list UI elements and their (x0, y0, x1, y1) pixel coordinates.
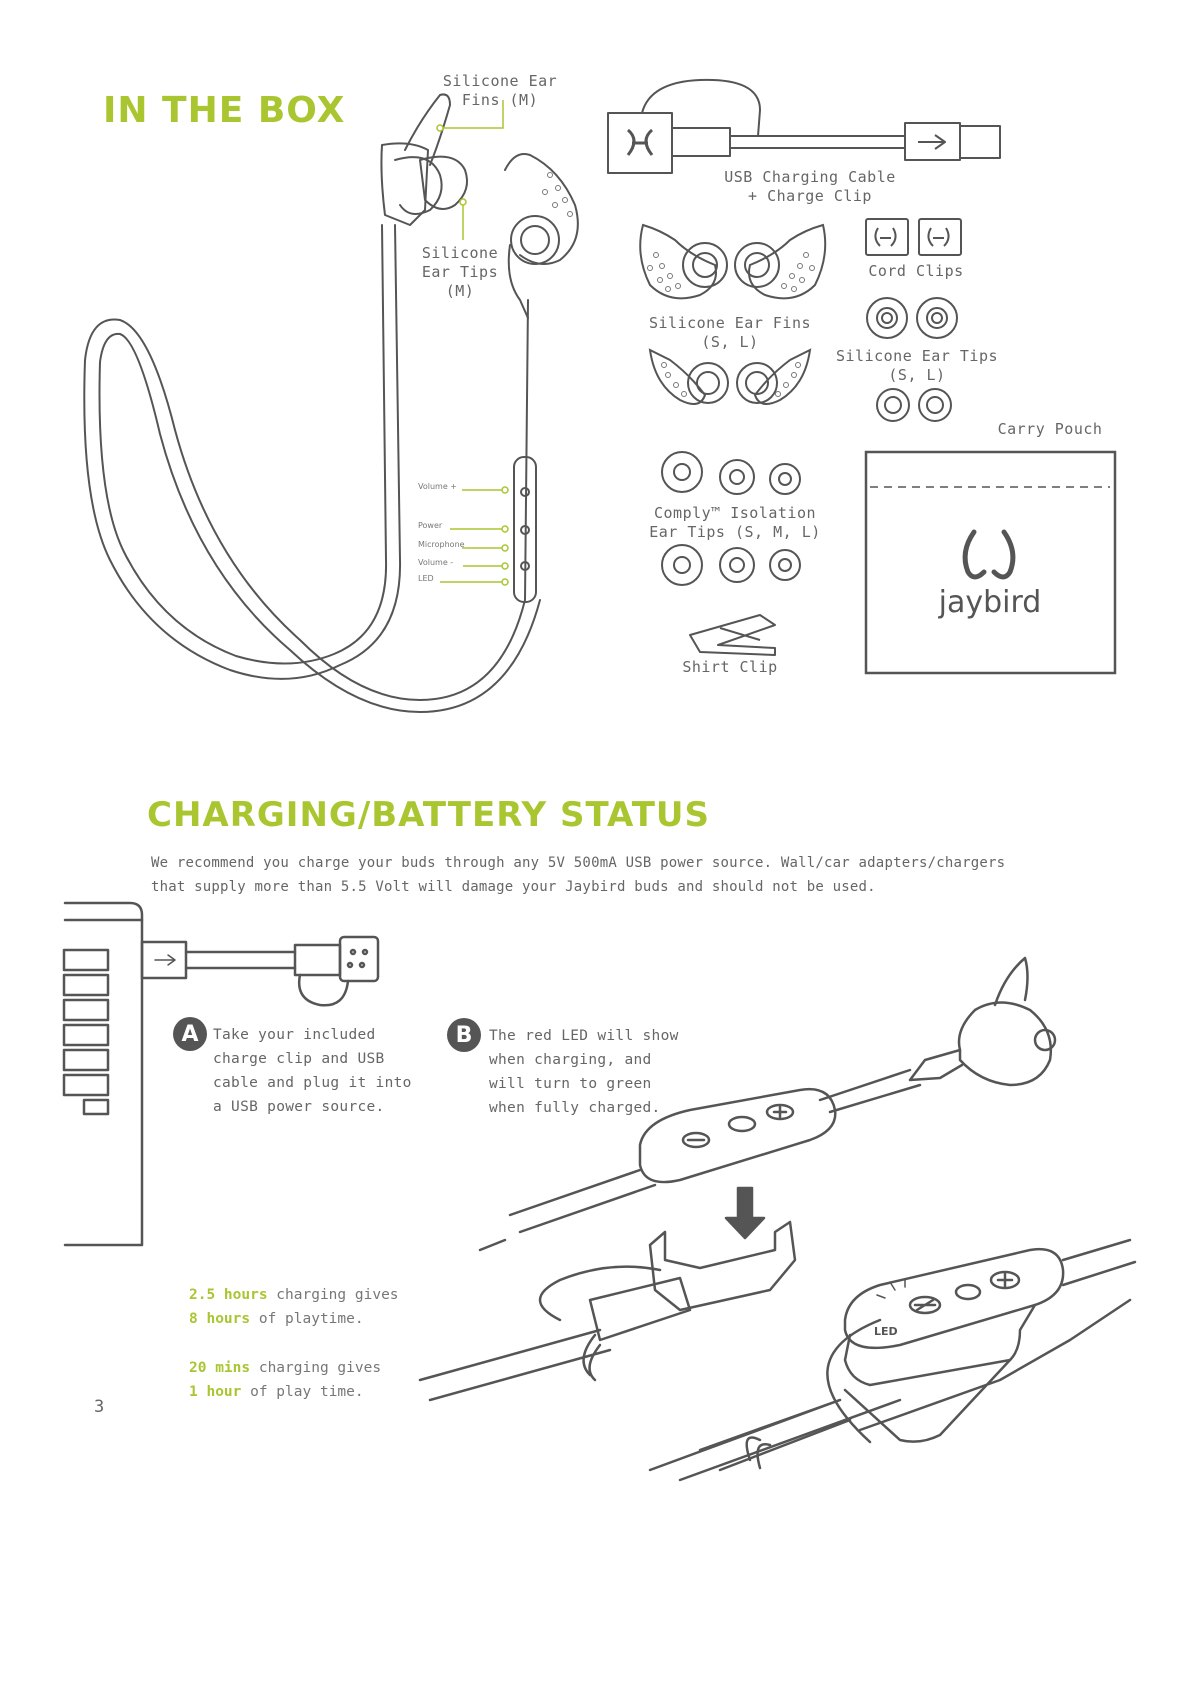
label-comply: Comply™ Isolation Ear Tips (S, M, L) (649, 504, 821, 541)
label-usb-cable: USB Charging Cable + Charge Clip (724, 168, 896, 205)
step-a-badge: A (173, 1017, 207, 1051)
label-shirt-clip: Shirt Clip (682, 658, 778, 676)
page-number: 3 (94, 1397, 105, 1417)
remote-label-microphone: Microphone (418, 540, 465, 549)
stat2-hl1: 20 mins (189, 1360, 251, 1376)
step-b-text: The red LED will show when charging, and… (489, 1028, 679, 1116)
charging-heading: CHARGING/BATTERY STATUS (147, 795, 710, 835)
label-ear-fins-sl: Silicone Ear Fins (S, L) (648, 314, 812, 351)
stat2-hl2: 1 hour (189, 1384, 242, 1400)
charging-intro: We recommend you charge your buds throug… (151, 855, 1006, 895)
charging-stat-1: 2.5 hours charging gives 8 hours of play… (189, 1287, 399, 1327)
led-label: LED (874, 1325, 898, 1338)
stat1-hl1: 2.5 hours (189, 1287, 268, 1303)
label-ear-tips-sl: Silicone Ear Tips (S, L) (835, 347, 999, 384)
label-carry-pouch: Carry Pouch (997, 420, 1103, 438)
label-ear-fins-m: Silicone Ear Fins (M) (442, 72, 558, 109)
stat1-hl2: 8 hours (189, 1311, 251, 1327)
step-b-badge: B (447, 1018, 481, 1052)
label-cord-clips: Cord Clips (868, 262, 964, 280)
step-a-text: Take your included charge clip and USB c… (213, 1027, 412, 1115)
remote-label-volume-up: Volume + (418, 482, 457, 491)
pouch-brand-logo: jaybird (938, 585, 1042, 620)
remote-label-led: LED (418, 574, 434, 583)
in-the-box-heading: IN THE BOX (103, 90, 346, 131)
charging-stat-2: 20 mins charging gives 1 hour of play ti… (189, 1360, 382, 1400)
remote-label-power: Power (418, 521, 443, 530)
remote-label-volume-down: Volume - (418, 558, 454, 567)
label-ear-tips-m: Silicone Ear Tips (M) (421, 244, 499, 300)
